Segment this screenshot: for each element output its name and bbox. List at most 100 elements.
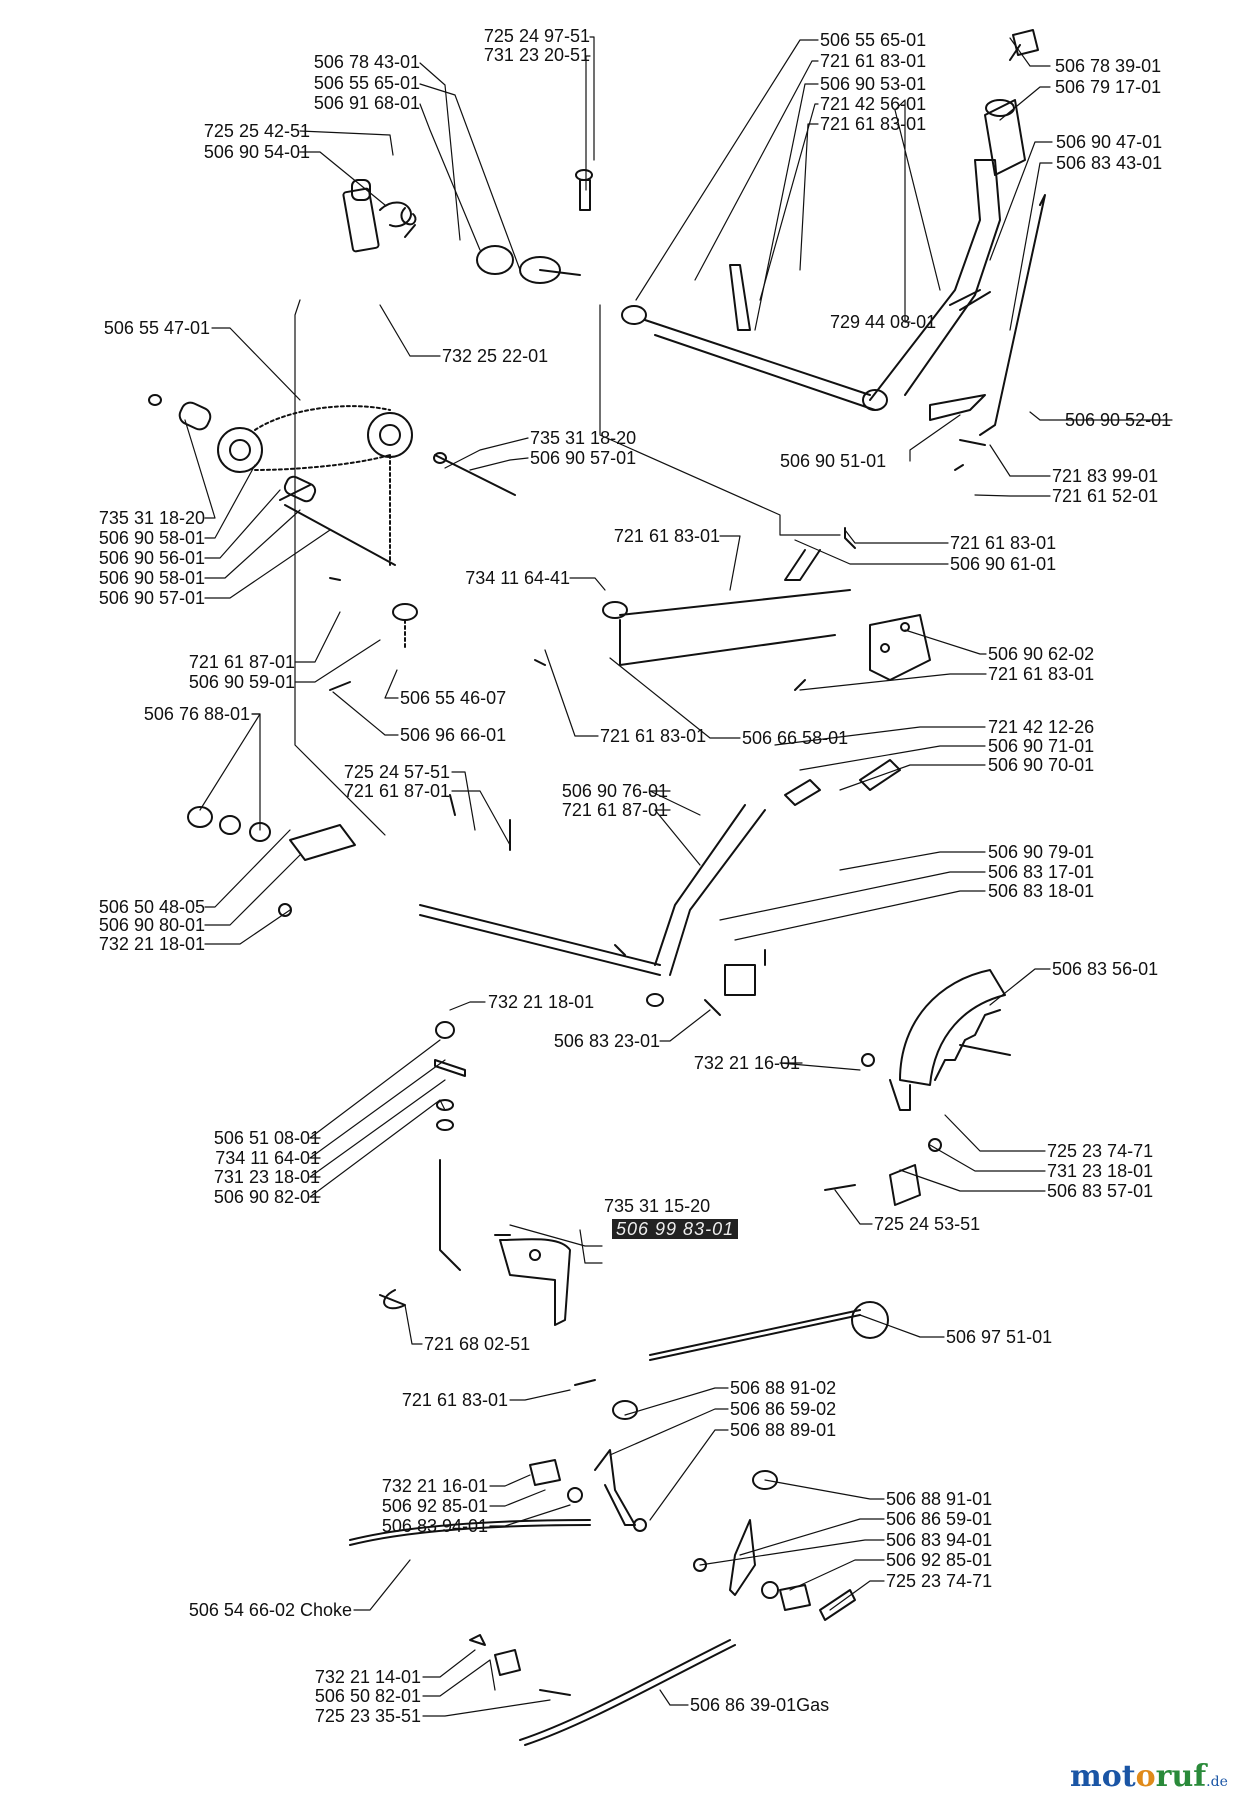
- part-label: 506 97 51-01: [946, 1327, 1053, 1347]
- part-label: 506 96 66-01: [400, 725, 507, 745]
- part-label: 725 24 57-51: [343, 762, 450, 782]
- part-label: 725 24 97-51: [483, 26, 590, 46]
- highlighted-part-label: 506 99 83-01: [612, 1219, 739, 1239]
- part-label: 506 50 82-01: [314, 1686, 421, 1706]
- part-label: 506 92 85-01: [886, 1550, 993, 1570]
- part-label: 721 61 83-01: [613, 526, 720, 546]
- part-label: 506 83 57-01: [1047, 1181, 1154, 1201]
- part-label: 506 83 23-01: [553, 1031, 660, 1051]
- part-label: 506 66 58-01: [742, 728, 849, 748]
- part-label: 506 55 65-01: [313, 73, 420, 93]
- part-label: 721 61 83-01: [950, 533, 1057, 553]
- part-label: 506 50 48-05: [98, 897, 205, 917]
- part-label: 734 11 64-41: [465, 568, 570, 588]
- part-label: 725 24 53-51: [874, 1214, 981, 1234]
- part-label: 506 83 43-01: [1056, 153, 1163, 173]
- ratchet-quadrant: [824, 969, 1011, 1206]
- part-label: 506 78 43-01: [313, 52, 420, 72]
- pulley-assembly: [148, 299, 841, 836]
- throttle-linkage: [349, 1301, 889, 1746]
- part-label: 506 90 57-01: [530, 448, 637, 468]
- part-label: 721 61 83-01: [820, 51, 927, 71]
- part-label: 732 21 16-01: [693, 1053, 800, 1073]
- part-label: 732 21 14-01: [314, 1667, 421, 1687]
- part-label: 506 88 91-02: [730, 1378, 837, 1398]
- part-label: 721 68 02-51: [424, 1334, 531, 1354]
- part-label: 506 90 79-01: [988, 842, 1095, 862]
- part-label: 506 78 39-01: [1055, 56, 1162, 76]
- middle-linkage: [534, 527, 931, 691]
- part-label: 721 61 83-01: [401, 1390, 508, 1410]
- part-label: 506 54 66-02 Choke: [188, 1600, 352, 1620]
- upper-assembly: [342, 29, 1046, 471]
- lower-rod-assembly: [379, 1021, 571, 1326]
- motoruf-logo[interactable]: motoruf.de: [1070, 1759, 1228, 1794]
- part-label: 725 23 74-71: [1047, 1141, 1154, 1161]
- part-label: 506 86 59-01: [886, 1509, 993, 1529]
- part-label: 506 90 53-01: [820, 74, 927, 94]
- part-label: 506 90 58-01: [98, 568, 205, 588]
- part-label: 731 23 18-01: [1047, 1161, 1154, 1181]
- part-label: 732 21 18-01: [488, 992, 595, 1012]
- part-label: 725 23 35-51: [314, 1706, 421, 1726]
- part-label: 721 61 87-01: [343, 781, 450, 801]
- part-label: 506 83 94-01: [886, 1530, 993, 1550]
- part-label: 729 44 08-01: [830, 312, 937, 332]
- leader-lines: [184, 36, 1173, 1717]
- part-label: 732 21 18-01: [98, 934, 205, 954]
- part-label: 506 90 56-01: [98, 548, 205, 568]
- part-label: 721 61 52-01: [1052, 486, 1159, 506]
- part-label: 506 90 57-01: [98, 588, 205, 608]
- part-label: 506 83 18-01: [988, 881, 1095, 901]
- part-label: 506 90 76-01: [561, 781, 668, 801]
- part-label: 506 83 56-01: [1052, 959, 1159, 979]
- part-label: 506 90 51-01: [780, 451, 887, 471]
- part-label: 734 11 64-01: [215, 1148, 320, 1168]
- part-label: 506 90 70-01: [988, 755, 1095, 775]
- part-label: 725 25 42-51: [203, 121, 310, 141]
- part-label: 732 21 16-01: [381, 1476, 488, 1496]
- part-label: 506 86 59-02: [730, 1399, 837, 1419]
- part-label: 731 23 20-51: [483, 45, 590, 65]
- part-label: 506 88 91-01: [886, 1489, 993, 1509]
- part-label: 721 61 87-01: [561, 800, 668, 820]
- part-label: 506 90 47-01: [1056, 132, 1163, 152]
- part-label: 506 55 65-01: [820, 30, 927, 50]
- part-label: 506 90 59-01: [188, 672, 295, 692]
- part-label: 506 79 17-01: [1055, 77, 1162, 97]
- part-label: 725 23 74-71: [886, 1571, 993, 1591]
- part-label: 735 31 18-20: [530, 428, 637, 448]
- part-label: 506 91 68-01: [313, 93, 420, 113]
- part-label: 721 42 56-01: [820, 94, 927, 114]
- part-label: 506 51 08-01: [213, 1128, 320, 1148]
- part-label: 506 90 80-01: [98, 915, 205, 935]
- part-label: 506 83 94-01: [381, 1516, 488, 1536]
- part-label: 721 61 83-01: [600, 726, 707, 746]
- part-label: 506 90 58-01: [98, 528, 205, 548]
- part-label: 735 31 18-20: [98, 508, 205, 528]
- shaft-assembly: [187, 759, 901, 1016]
- part-label: 506 88 89-01: [730, 1420, 837, 1440]
- part-label: 506 90 54-01: [203, 142, 310, 162]
- part-label: 506 90 52-01: [1065, 410, 1172, 430]
- part-label: 506 92 85-01: [381, 1496, 488, 1516]
- part-label: 732 25 22-01: [442, 346, 549, 366]
- part-label: 506 83 17-01: [988, 862, 1095, 882]
- part-label: 721 61 83-01: [820, 114, 927, 134]
- part-label: 721 61 87-01: [188, 652, 295, 672]
- part-label: 721 61 83-01: [988, 664, 1095, 684]
- part-label: 506 90 62-02: [988, 644, 1095, 664]
- part-label: 506 55 46-07: [400, 688, 507, 708]
- part-label: 506 86 39-01Gas: [690, 1695, 830, 1715]
- part-label: 506 90 61-01: [950, 554, 1057, 574]
- part-label: 506 55 47-01: [103, 318, 210, 338]
- part-label: 506 90 71-01: [988, 736, 1095, 756]
- part-label: 721 83 99-01: [1052, 466, 1159, 486]
- part-label: 731 23 18-01: [213, 1167, 320, 1187]
- part-label: 506 90 82-01: [213, 1187, 320, 1207]
- part-label: 721 42 12-26: [988, 717, 1095, 737]
- part-label: 506 76 88-01: [143, 704, 250, 724]
- part-label: 735 31 15-20: [604, 1196, 711, 1216]
